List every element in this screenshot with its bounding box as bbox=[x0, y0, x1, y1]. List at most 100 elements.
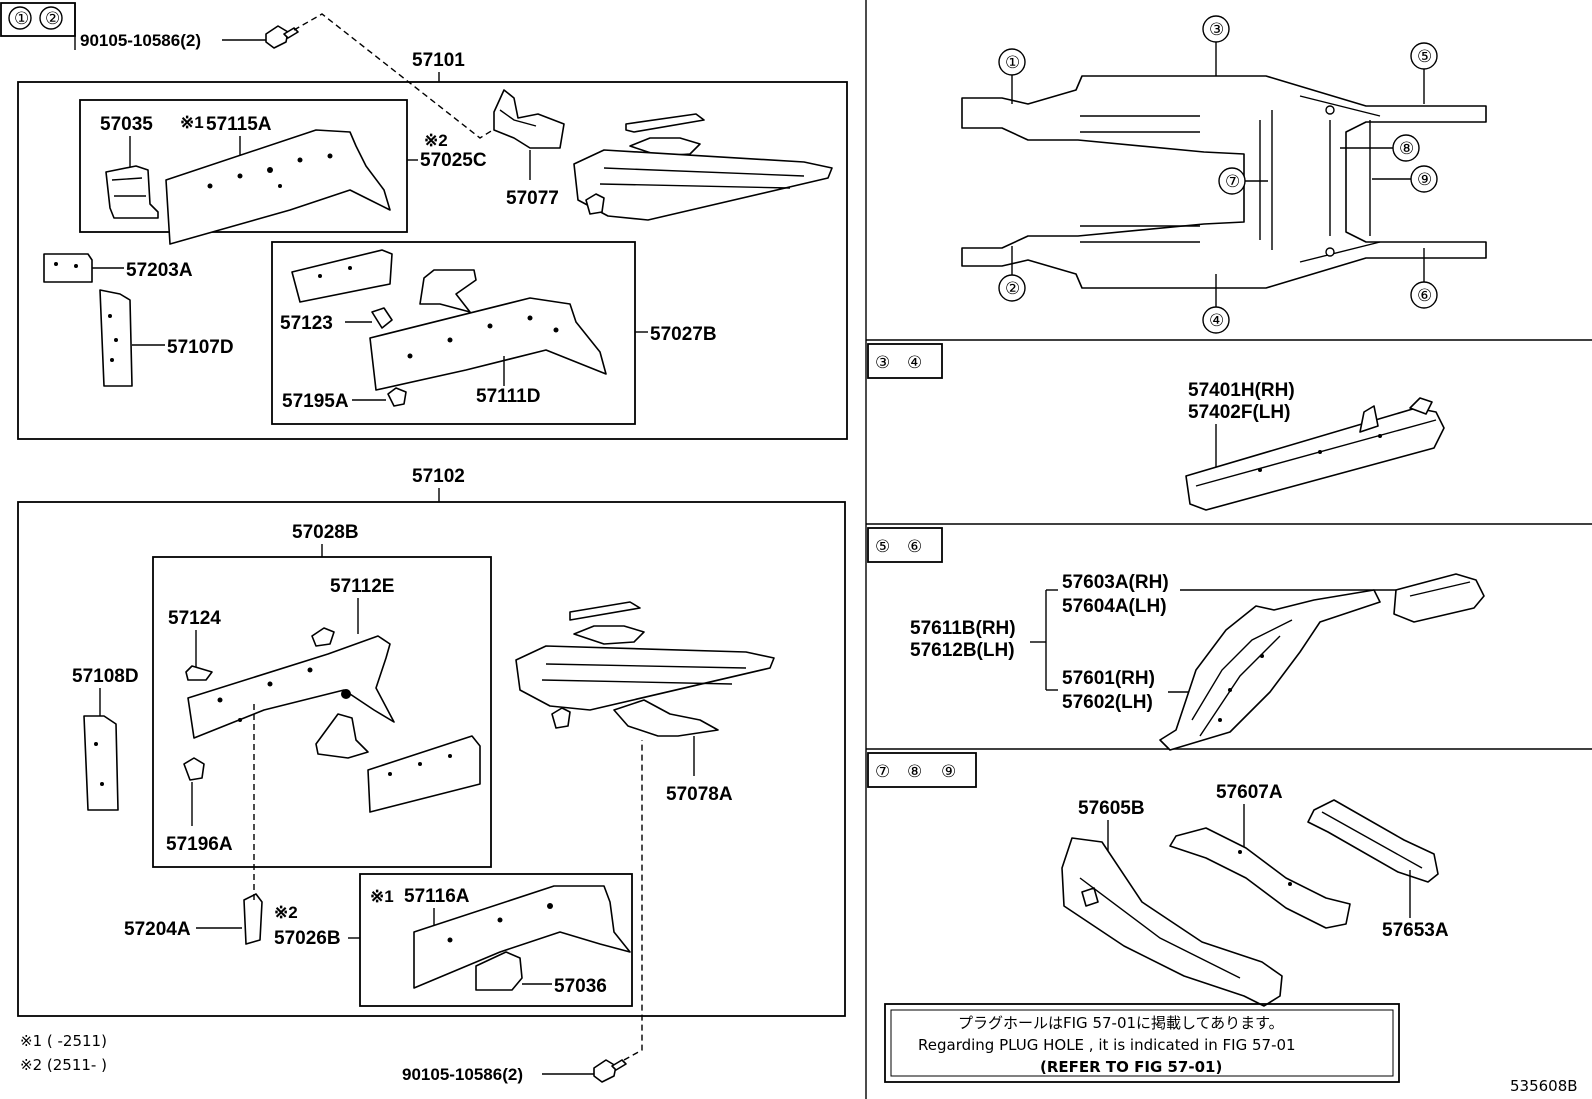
label-57036: 57036 bbox=[554, 976, 607, 997]
label-57612B: 57612B(LH) bbox=[910, 640, 1015, 661]
assembly-57102-box bbox=[17, 501, 846, 1017]
key-9: ⑨ bbox=[941, 762, 956, 781]
mark-2-a: ※2 bbox=[424, 131, 448, 150]
part-57077 bbox=[493, 89, 565, 149]
label-57025C: 57025C bbox=[420, 150, 487, 171]
label-57607A: 57607A bbox=[1216, 782, 1283, 803]
key-6: ⑥ bbox=[907, 537, 922, 556]
callout-3: ③ bbox=[1209, 20, 1224, 39]
key-box-789: ⑦ ⑧ ⑨ bbox=[867, 752, 977, 788]
callout-4: ④ bbox=[1209, 311, 1224, 330]
part-57107D bbox=[99, 289, 133, 387]
label-57107D: 57107D bbox=[167, 337, 234, 358]
label-57204A: 57204A bbox=[124, 919, 191, 940]
part-rail-lower-long bbox=[515, 645, 775, 711]
part-57605B bbox=[1061, 837, 1283, 1007]
part-57027B-upper bbox=[291, 249, 393, 303]
label-57611B: 57611B(RH) bbox=[910, 618, 1016, 639]
part-57601 bbox=[1159, 589, 1381, 751]
key-5: ⑤ bbox=[875, 537, 890, 556]
part-57108D bbox=[83, 715, 119, 811]
part-rail-lower-small bbox=[569, 601, 645, 645]
callout-7: ⑦ bbox=[1225, 172, 1240, 191]
label-57196A: 57196A bbox=[166, 834, 233, 855]
label-57603A: 57603A(RH) bbox=[1062, 572, 1169, 593]
label-57111D: 57111D bbox=[476, 386, 540, 407]
callout-1: ① bbox=[1005, 53, 1020, 72]
bolt-top-icon bbox=[265, 25, 299, 49]
label-57602: 57602(LH) bbox=[1062, 692, 1153, 713]
bolt-bottom-icon bbox=[593, 1059, 627, 1083]
subassembly-57028B-box bbox=[152, 556, 492, 868]
part-57111D bbox=[369, 297, 607, 391]
part-57027B-bracket bbox=[419, 269, 477, 313]
mark-2-b: ※2 bbox=[274, 903, 298, 922]
label-57102: 57102 bbox=[412, 466, 465, 487]
notice-line-jp: プラグホールはFIG 57-01に掲載してあります。 bbox=[958, 1014, 1284, 1032]
part-57124 bbox=[185, 665, 213, 681]
subassembly-57025C-box bbox=[79, 99, 408, 233]
label-57026B: 57026B bbox=[274, 928, 341, 949]
label-57108D: 57108D bbox=[72, 666, 139, 687]
part-57123 bbox=[371, 307, 393, 329]
part-small-bracket-57028B bbox=[311, 627, 335, 647]
notice-line-ref: (REFER TO FIG 57-01) bbox=[1040, 1058, 1222, 1076]
part-57607A bbox=[1169, 827, 1351, 929]
label-57402F: 57402F(LH) bbox=[1188, 402, 1290, 423]
label-57101: 57101 bbox=[412, 50, 465, 71]
part-57195A bbox=[387, 387, 407, 407]
label-bolt-top: 90105-10586(2) bbox=[80, 31, 201, 50]
part-57203A bbox=[43, 253, 93, 283]
key-8: ⑧ bbox=[907, 762, 922, 781]
frame-overview bbox=[961, 75, 1487, 289]
key-4: ④ bbox=[907, 353, 922, 372]
key-2: ② bbox=[45, 9, 60, 28]
part-57028B-rail bbox=[367, 735, 481, 813]
label-57203A: 57203A bbox=[126, 260, 193, 281]
subassembly-57026B-box bbox=[359, 873, 633, 1007]
label-57116A: 57116A bbox=[404, 886, 470, 907]
key-box-56: ⑤ ⑥ bbox=[867, 527, 943, 563]
part-rail-upper-small bbox=[625, 113, 705, 157]
label-57027B: 57027B bbox=[650, 324, 717, 345]
subassembly-57027B-box bbox=[271, 241, 636, 425]
part-57036 bbox=[475, 951, 523, 991]
label-57401H: 57401H(RH) bbox=[1188, 380, 1295, 401]
label-57605B: 57605B bbox=[1078, 798, 1145, 819]
label-57195A: 57195A bbox=[282, 391, 349, 412]
notice-box bbox=[884, 1003, 1400, 1083]
part-57653A bbox=[1307, 799, 1439, 883]
key-1: ① bbox=[14, 9, 29, 28]
label-57124: 57124 bbox=[168, 608, 221, 629]
mark-1-b: ※1 bbox=[370, 887, 394, 906]
part-57196A bbox=[183, 757, 205, 781]
label-57112E: 57112E bbox=[330, 576, 394, 597]
label-57078A: 57078A bbox=[666, 784, 733, 805]
callout-8: ⑧ bbox=[1399, 139, 1414, 158]
callout-5: ⑤ bbox=[1417, 47, 1432, 66]
part-57603A bbox=[1393, 573, 1485, 623]
label-bolt-bottom: 90105-10586(2) bbox=[402, 1065, 523, 1084]
label-57115A: 57115A bbox=[206, 114, 272, 135]
figure-id: 535608B bbox=[1510, 1077, 1578, 1095]
label-57028B: 57028B bbox=[292, 522, 359, 543]
part-57115A bbox=[165, 129, 391, 245]
callout-9: ⑨ bbox=[1417, 170, 1432, 189]
notice-line-en: Regarding PLUG HOLE , it is indicated in… bbox=[918, 1036, 1296, 1054]
part-57112E bbox=[187, 635, 395, 739]
callout-2: ② bbox=[1005, 279, 1020, 298]
part-57028B-bracket bbox=[315, 713, 369, 759]
part-57401H bbox=[1185, 397, 1445, 511]
label-57604A: 57604A(LH) bbox=[1062, 596, 1167, 617]
footnote-1: ※1 ( -2511) bbox=[20, 1032, 107, 1050]
part-small-clip bbox=[585, 193, 605, 215]
key-box-34: ③ ④ bbox=[867, 343, 943, 379]
key-7: ⑦ bbox=[875, 762, 890, 781]
part-57035 bbox=[105, 165, 159, 219]
label-57035: 57035 bbox=[100, 114, 153, 135]
part-small-clip-lower bbox=[551, 707, 571, 729]
label-57077: 57077 bbox=[506, 188, 559, 209]
footnote-2: ※2 (2511- ) bbox=[20, 1056, 107, 1074]
mark-1-a: ※1 bbox=[180, 113, 204, 132]
